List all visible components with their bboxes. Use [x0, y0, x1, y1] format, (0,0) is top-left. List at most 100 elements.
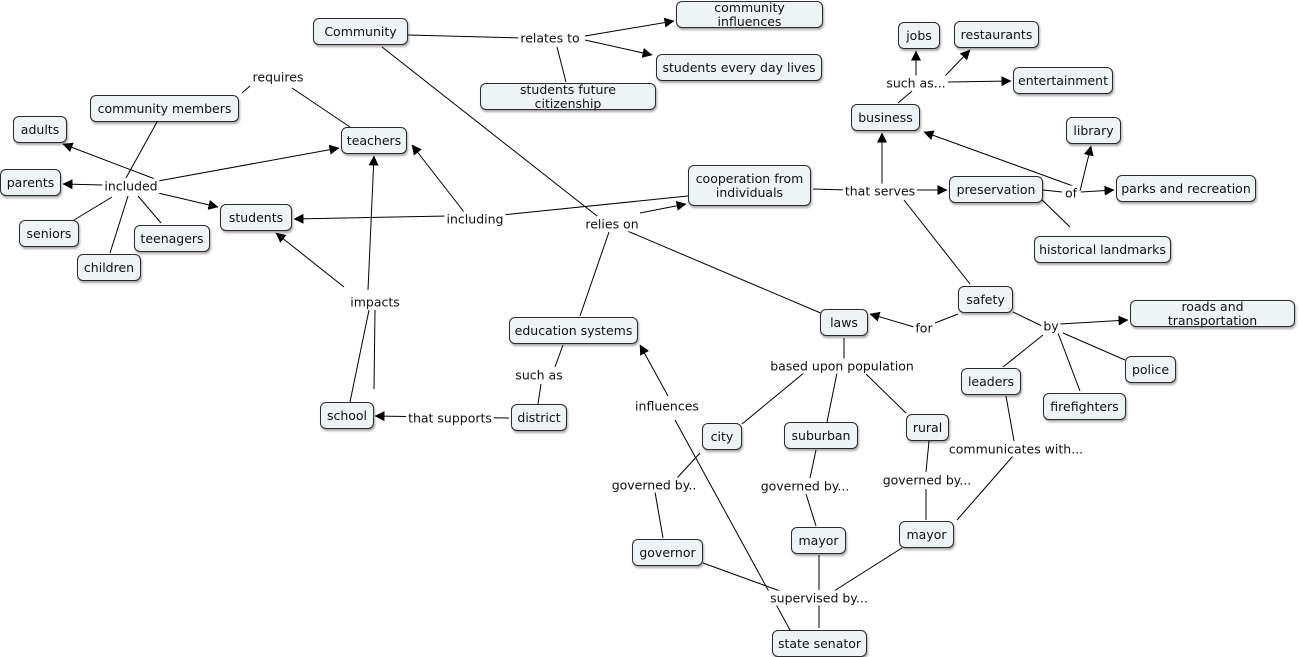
concept-restaurants[interactable]: restaurants [954, 21, 1039, 48]
connector-line [1005, 395, 1015, 442]
connector-line [1002, 334, 1044, 368]
connector-arrow [411, 144, 465, 213]
concept-suburban[interactable]: suburban [784, 422, 858, 449]
concept-preservation[interactable]: preservation [949, 176, 1043, 203]
connector-arrow [923, 130, 1074, 187]
concept-parents[interactable]: parents [0, 169, 61, 196]
link-that-serves: that serves [842, 183, 918, 199]
connector-arrow [157, 144, 340, 182]
link-relies-on: relies on [583, 216, 641, 232]
connector-arrow [367, 155, 379, 291]
concept-students[interactable]: students [220, 204, 292, 231]
concept-community-influences[interactable]: community influences [676, 0, 823, 28]
connector-line [1042, 189, 1063, 193]
connector-line [812, 188, 849, 191]
connector-line [537, 383, 542, 405]
concept-city[interactable]: city [702, 423, 742, 450]
connector-arrow [1059, 315, 1129, 326]
connector-arrow [944, 49, 971, 77]
concept-entertainment[interactable]: entertainment [1013, 67, 1113, 94]
concept-historical-landmarks[interactable]: historical landmarks [1034, 236, 1171, 263]
connector-line [1062, 332, 1126, 361]
concept-rural[interactable]: rural [906, 414, 949, 441]
concept-business[interactable]: business [851, 104, 920, 131]
connector-line [805, 493, 817, 527]
concept-adults[interactable]: adults [13, 116, 67, 143]
connector-line [702, 562, 781, 592]
connector-arrow [62, 179, 104, 190]
connector-line [897, 90, 913, 104]
connector-line [137, 195, 162, 224]
connector-arrow [947, 76, 1012, 87]
connector-line [1057, 332, 1081, 392]
connector-arrow [275, 232, 345, 288]
connector-arrow [639, 344, 669, 397]
concept-parks-and-recreation[interactable]: parks and recreation [1116, 175, 1256, 202]
concept-children[interactable]: children [77, 254, 141, 281]
link-for: for [913, 320, 935, 336]
concept-mayor-suburban[interactable]: mayor [791, 527, 846, 554]
concept-leaders[interactable]: leaders [961, 368, 1021, 395]
connector-line [349, 309, 370, 403]
concept-teachers[interactable]: teachers [341, 127, 407, 154]
connector-line [241, 85, 251, 94]
connector-line [373, 309, 376, 390]
concept-community[interactable]: Community [313, 18, 408, 45]
connector-arrow [1079, 145, 1094, 192]
concept-district[interactable]: district [511, 404, 567, 431]
connector-line [579, 231, 610, 317]
link-communicates-with: communicates with... [946, 441, 1086, 457]
concept-governor[interactable]: governor [632, 539, 703, 566]
connector-line [925, 440, 930, 473]
connector-line [676, 452, 701, 479]
connector-line [654, 491, 664, 539]
connector-line [741, 371, 806, 425]
link-such-as-district: such as [513, 367, 565, 383]
connector-line [956, 455, 1014, 521]
link-governed-by-rural: governed by... [880, 472, 974, 488]
connector-arrow [584, 17, 675, 37]
concept-laws[interactable]: laws [820, 309, 868, 336]
connector-line [903, 199, 971, 285]
connector-line [624, 229, 824, 315]
concept-firefighters[interactable]: firefighters [1043, 393, 1126, 420]
connector-line [934, 313, 959, 324]
link-governed-by-city: governed by.. [609, 477, 699, 493]
concept-library[interactable]: library [1066, 117, 1121, 144]
connector-line [381, 46, 598, 217]
link-that-supports: that supports [406, 410, 494, 426]
link-including: including [444, 211, 506, 227]
link-influences: influences [633, 398, 701, 414]
concept-education-systems[interactable]: education systems [509, 317, 638, 344]
link-based-upon-population: based upon population [768, 358, 916, 374]
concept-roads-and-transportation[interactable]: roads and transportation [1130, 299, 1295, 327]
concept-seniors[interactable]: seniors [19, 220, 79, 247]
link-of: of [1062, 185, 1080, 201]
connector-line [109, 195, 129, 254]
connector-arrow [1080, 185, 1115, 196]
concept-state-senator[interactable]: state senator [772, 630, 867, 657]
concept-students-every-day-lives[interactable]: students every day lives [656, 54, 822, 81]
connector-line [125, 121, 158, 179]
concept-teenagers[interactable]: teenagers [134, 225, 210, 252]
concept-police[interactable]: police [1125, 356, 1176, 383]
concept-cooperation-from-individuals[interactable]: cooperation from individuals [688, 165, 811, 206]
concept-jobs[interactable]: jobs [898, 22, 940, 49]
connector-line [556, 46, 567, 83]
link-supervised-by: supervised by... [768, 590, 870, 606]
connector-arrow [639, 200, 687, 214]
concept-students-future-citizenship[interactable]: students future citizenship [480, 82, 656, 110]
concept-mayor-rural[interactable]: mayor [899, 521, 954, 548]
link-such-as-business: such as... [884, 75, 948, 91]
link-requires: requires [250, 69, 306, 85]
connector-line [73, 196, 113, 221]
concept-community-members[interactable]: community members [90, 95, 239, 122]
connector-line [291, 87, 351, 128]
connector-line [501, 195, 689, 216]
concept-safety[interactable]: safety [958, 286, 1013, 313]
link-by: by [1041, 318, 1061, 334]
link-included: included [102, 178, 160, 194]
link-relates-to: relates to [518, 30, 582, 46]
concept-school[interactable]: school [320, 402, 374, 429]
